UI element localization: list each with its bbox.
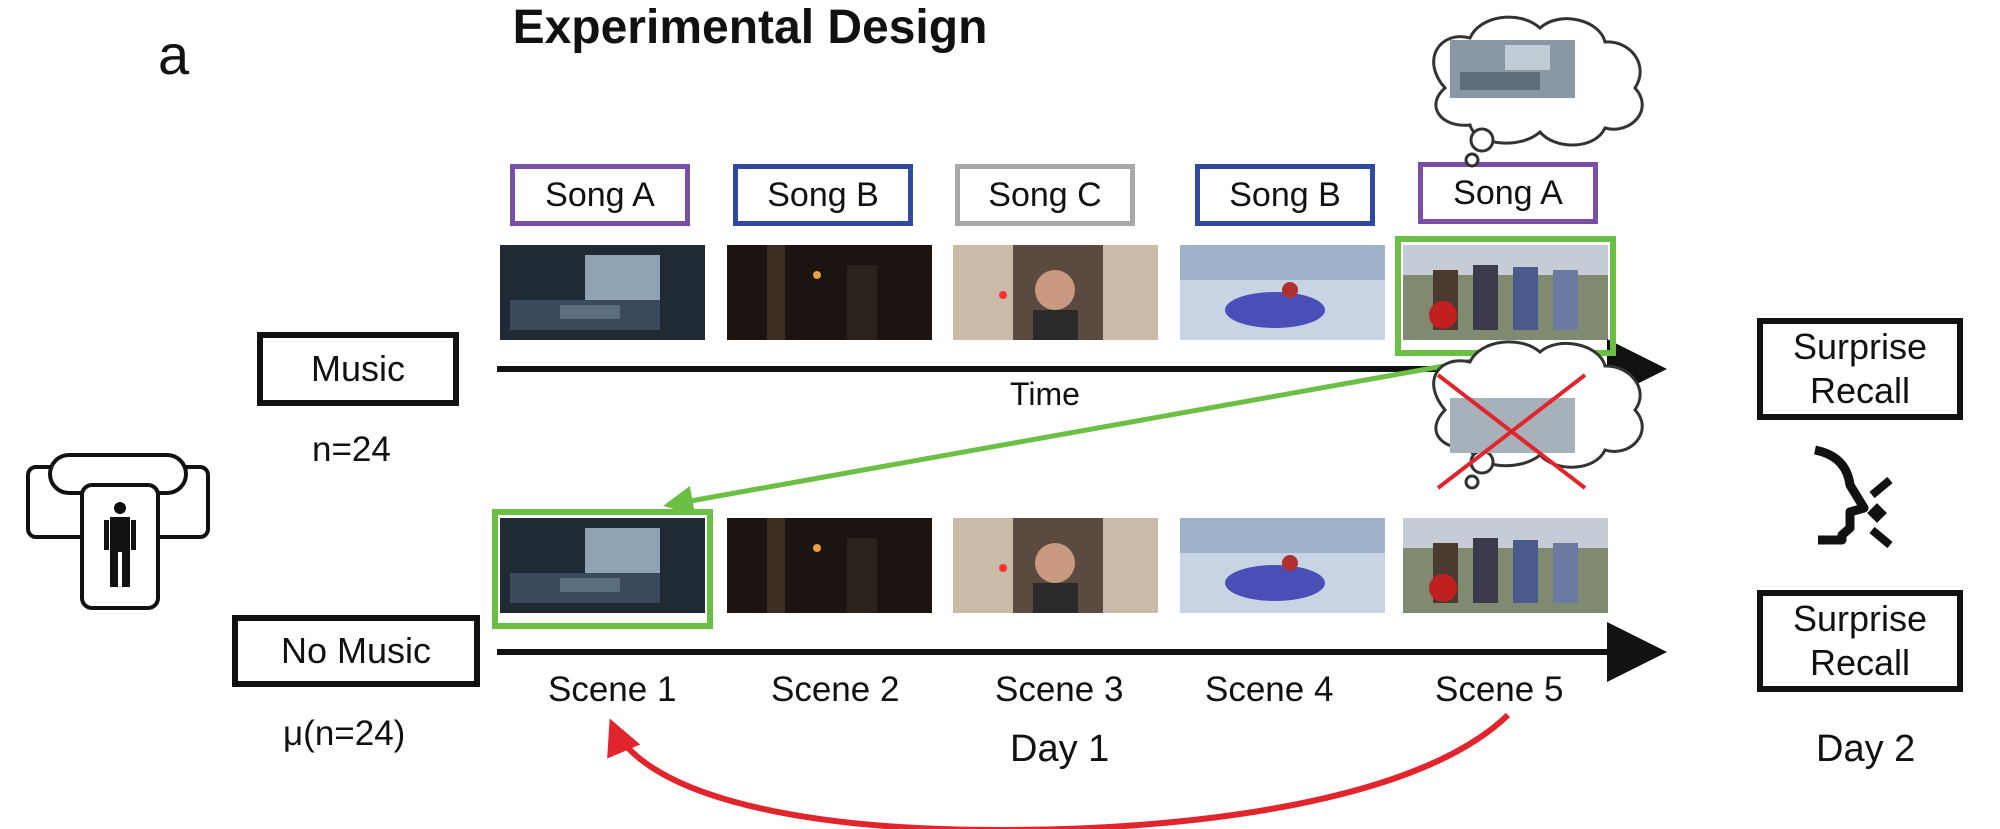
speaking-head-icon [1813, 445, 1893, 549]
highlight-scene1-nomusic [492, 509, 713, 629]
scene-thumbnail-music-5 [1403, 245, 1608, 340]
scene-label-5: Scene 5 [1435, 670, 1564, 709]
highlight-scene5-music [1395, 236, 1616, 356]
song-label-1: Song A [510, 164, 690, 226]
time-axis-label: Time [1010, 376, 1080, 412]
day1-label: Day 1 [1010, 728, 1110, 770]
scene-thumbnail-nomusic-2 [727, 518, 932, 613]
scene-thumbnail-music-3 [953, 245, 1158, 340]
scene-label-1: Scene 1 [548, 670, 677, 709]
scene-thumbnail-nomusic-5 [1403, 518, 1608, 613]
scene-thumbnail-nomusic-1 [500, 518, 705, 613]
day2-label: Day 2 [1816, 728, 1916, 770]
figure-title: Experimental Design [512, 1, 988, 54]
thought-bubble-icon [1432, 15, 1644, 168]
red-recall-arrow [607, 712, 1511, 829]
nomusic-condition-box: No Music [232, 615, 480, 687]
song-label-2: Song B [733, 164, 913, 226]
song-label-5: Song A [1418, 162, 1598, 224]
scene-thumbnail-nomusic-4 [1180, 518, 1385, 613]
scene-thumbnail-nomusic-3 [953, 518, 1158, 613]
thought-bubble-crossed-icon [1432, 340, 1644, 490]
scene-thumbnail-music-4 [1180, 245, 1385, 340]
green-cue-arrow [663, 352, 1506, 516]
scene-thumbnail-music-2 [727, 245, 932, 340]
scene-label-4: Scene 4 [1205, 670, 1334, 709]
scene-label-2: Scene 2 [771, 670, 900, 709]
music-n-label: n=24 [312, 430, 391, 469]
song-label-4: Song B [1195, 164, 1375, 226]
mri-scanner-icon [26, 453, 210, 610]
scene-thumbnail-music-1 [500, 245, 705, 340]
song-label-3: Song C [955, 164, 1135, 226]
scene-label-3: Scene 3 [995, 670, 1124, 709]
panel-letter: a [158, 23, 190, 86]
nomusic-n-label: μ(n=24) [283, 714, 406, 753]
music-condition-box: Music [257, 332, 459, 406]
